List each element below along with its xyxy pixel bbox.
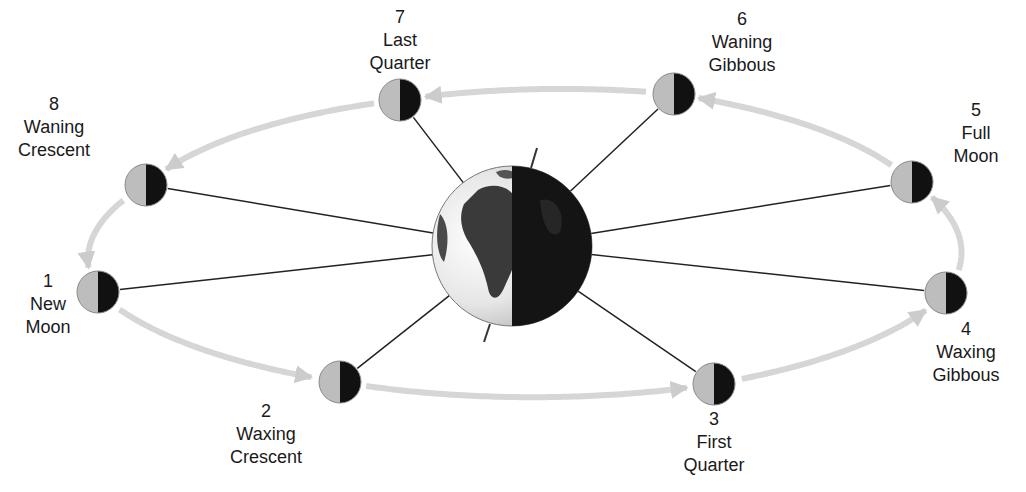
orbit-arrow: [366, 386, 687, 397]
moon-symbol: [924, 271, 968, 315]
moon-outline: [891, 161, 933, 203]
sight-line: [120, 255, 433, 290]
moon-outline: [653, 73, 695, 115]
moon-dark-half: [714, 363, 735, 405]
sight-line: [413, 117, 463, 182]
moon-phase: 4Waxing Gibbous: [924, 271, 968, 315]
orbit-arrow: [166, 103, 374, 169]
moon-dark-half: [340, 361, 361, 403]
moon-outline: [925, 272, 967, 314]
moon-phase: 1New Moon: [76, 270, 120, 314]
moon-outline: [77, 271, 119, 313]
moon-outline: [379, 79, 421, 121]
sight-line: [578, 291, 696, 372]
phase-name: Waning Crescent: [18, 116, 90, 162]
callout-number: 2: [230, 400, 302, 423]
moon-lit-half: [925, 272, 946, 314]
moon-symbol: [890, 160, 934, 204]
orbit-arrow: [120, 310, 312, 378]
sight-line: [357, 296, 449, 369]
phase-name: New Moon: [25, 293, 70, 339]
moon-lit-half: [77, 271, 98, 313]
earth-night-side: [512, 166, 592, 326]
orbit-arrow: [88, 200, 123, 267]
moon-phase: 8Waning Crescent: [124, 163, 168, 207]
moon-lit-half: [891, 161, 912, 203]
callout-number: 5: [953, 99, 998, 122]
moon-outline: [693, 363, 735, 405]
sight-line: [168, 189, 433, 233]
phase-name: Full Moon: [953, 122, 998, 168]
moon-dark-half: [946, 272, 967, 314]
callout-number: 7: [370, 6, 431, 29]
moon-symbol: [692, 362, 736, 406]
sight-line: [570, 109, 658, 191]
callout-number: 4: [932, 318, 999, 341]
moon-phase: 2Waxing Crescent: [318, 360, 362, 404]
earth-globe: [432, 166, 592, 326]
sight-line: [591, 186, 890, 234]
orbit-arrow: [932, 197, 962, 270]
moon-outline: [319, 361, 361, 403]
moon-dark-half: [146, 164, 167, 206]
moon-phase: 7Last Quarter: [378, 78, 422, 122]
callout-number: 8: [18, 93, 90, 116]
phase-label: 6Waning Gibbous: [708, 8, 775, 77]
phase-name: Last Quarter: [370, 29, 431, 75]
continent: [461, 186, 518, 298]
earth: [432, 148, 592, 342]
earth-axis: [531, 148, 537, 168]
moon-symbol: [124, 163, 168, 207]
phase-label: 5Full Moon: [953, 99, 998, 168]
callout-number: 1: [25, 270, 70, 293]
moon-outline: [125, 164, 167, 206]
phase-name: First Quarter: [684, 431, 745, 477]
sight-line: [592, 255, 925, 291]
orbit-arrow: [425, 89, 646, 97]
continent: [540, 199, 562, 234]
moon-lit-half: [693, 363, 714, 405]
moon-symbol: [378, 78, 422, 122]
moon-lit-half: [319, 361, 340, 403]
orbit-arrow: [699, 98, 892, 165]
moon-lit-half: [379, 79, 400, 121]
moon-symbol: [652, 72, 696, 116]
moon-dark-half: [400, 79, 421, 121]
orbit-arrow: [742, 310, 926, 379]
phase-label: 3First Quarter: [684, 408, 745, 477]
moon-lit-half: [125, 164, 146, 206]
phase-label: 4Waxing Gibbous: [932, 318, 999, 387]
callout-number: 6: [708, 8, 775, 31]
moon-dark-half: [674, 73, 695, 115]
moon-dark-half: [912, 161, 933, 203]
phase-label: 8Waning Crescent: [18, 93, 90, 162]
moon-lit-half: [653, 73, 674, 115]
moon-symbol: [76, 270, 120, 314]
moon-symbol: [318, 360, 362, 404]
moon-dark-half: [98, 271, 119, 313]
phase-label: 1New Moon: [25, 270, 70, 339]
phase-label: 2Waxing Crescent: [230, 400, 302, 469]
phase-label: 7Last Quarter: [370, 6, 431, 75]
earth-axis: [484, 324, 490, 342]
callout-number: 3: [684, 408, 745, 431]
continent: [437, 214, 447, 262]
moon-phase: 3First Quarter: [692, 362, 736, 406]
sight-lines: [120, 109, 924, 372]
phase-name: Waning Gibbous: [708, 31, 775, 77]
moon-phase: 5Full Moon: [890, 160, 934, 204]
moon-phase: 6Waning Gibbous: [652, 72, 696, 116]
phase-name: Waxing Crescent: [230, 423, 302, 469]
phase-name: Waxing Gibbous: [932, 341, 999, 387]
